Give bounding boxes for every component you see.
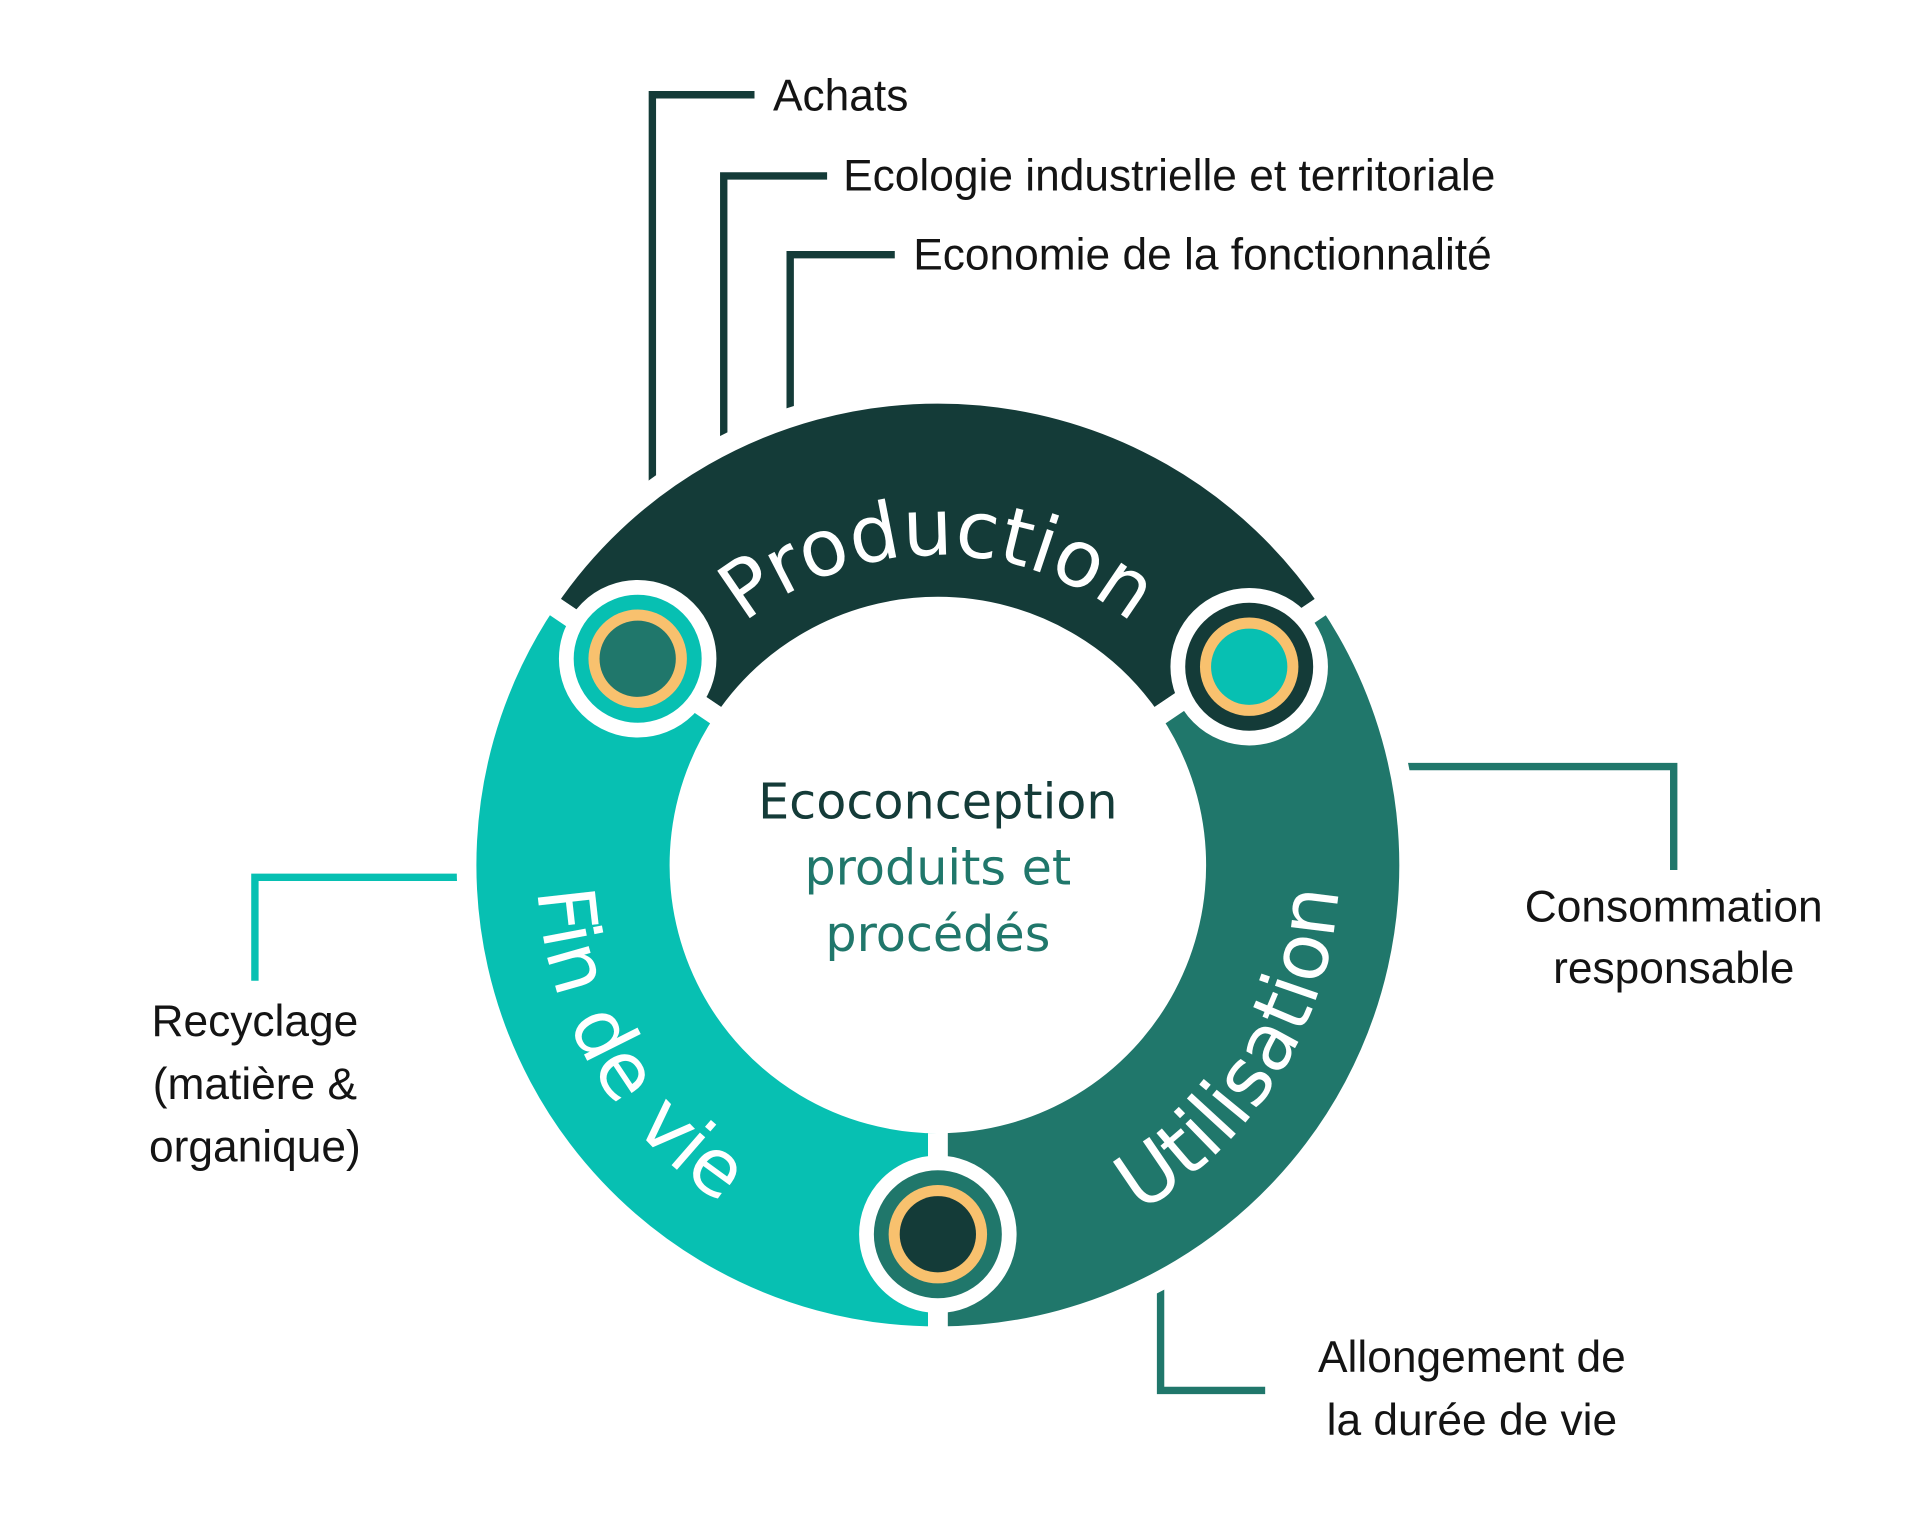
knob-dot [1211, 628, 1288, 705]
segment-production[interactable] [533, 384, 1343, 735]
connector-allongement [1156, 1277, 1266, 1395]
center-subtitle-line1: produits et [804, 839, 1071, 897]
label-allongement-line2: la durée de vie [1327, 1396, 1617, 1445]
label-achats: Achats [773, 72, 908, 121]
knob-fin-de-vie-production [558, 579, 717, 738]
segment-utilisation[interactable] [928, 587, 1419, 1347]
connector-economie [786, 251, 895, 421]
center-title: Ecoconception [758, 772, 1118, 830]
center-subtitle-line2: procédés [825, 905, 1050, 963]
connector-ecologie [720, 172, 828, 446]
label-economie: Economie de la fonctionnalité [913, 230, 1492, 279]
connector-knobs [558, 579, 1328, 1313]
knob-production-utilisation [1170, 587, 1328, 746]
connector-lines [251, 91, 1678, 1395]
label-allongement-line1: Allongement de [1318, 1333, 1626, 1382]
connector-achats [648, 91, 755, 490]
label-recyclage-line3: organique) [149, 1123, 361, 1172]
connector-consommation [1396, 762, 1678, 870]
label-recyclage-line1: Recyclage [152, 997, 359, 1046]
knob-dot [899, 1196, 976, 1273]
label-consommation-line2: responsable [1553, 944, 1794, 993]
label-consommation-line1: Consommation [1525, 883, 1823, 932]
label-recyclage-line2: (matière & [153, 1060, 357, 1109]
ring [456, 384, 1419, 1347]
connector-recyclage [251, 873, 471, 981]
label-ecologie: Ecologie industrielle et territoriale [843, 152, 1495, 201]
segment-fin-de-vie[interactable] [456, 587, 948, 1347]
knob-utilisation-fin-de-vie [859, 1155, 1017, 1313]
knob-dot [599, 620, 676, 697]
